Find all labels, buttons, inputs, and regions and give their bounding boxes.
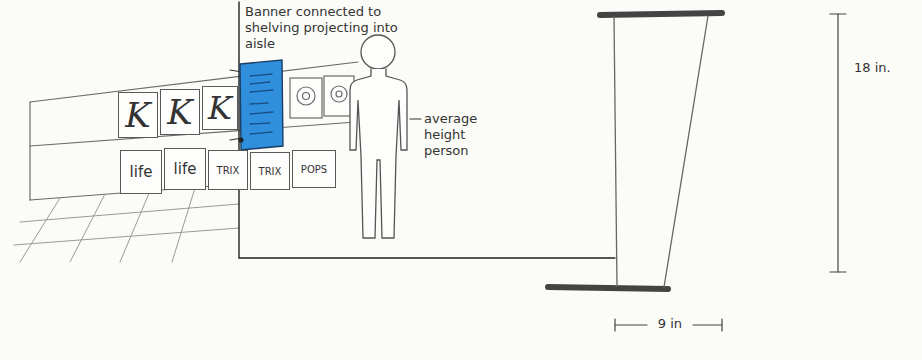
cereal-box: K xyxy=(118,92,158,138)
callout-note: average height person xyxy=(424,111,494,159)
cereal-box: K xyxy=(202,86,238,130)
dimension-line xyxy=(830,14,846,272)
banner-detail xyxy=(548,13,722,289)
cereal-box: POPS xyxy=(292,150,336,188)
shelf-side xyxy=(29,102,30,200)
leader-line xyxy=(410,118,421,119)
shelf-banner xyxy=(240,60,283,150)
box-logo xyxy=(336,91,342,97)
cereal-box: life xyxy=(164,148,206,190)
box-logo xyxy=(303,93,310,100)
box-brand: TRIX xyxy=(217,165,240,176)
box-brand: life xyxy=(174,160,197,178)
callout-note: Banner connected to shelving projecting … xyxy=(245,4,405,52)
cereal-box: life xyxy=(120,150,162,194)
dimension-label: 18 in. xyxy=(854,60,916,76)
mount-dot xyxy=(239,138,244,143)
box-brand: K xyxy=(167,92,192,132)
cereal-box: TRIX xyxy=(250,152,290,190)
box-logo xyxy=(331,86,347,102)
box-brand: POPS xyxy=(301,164,327,175)
cereal-box: TRIX xyxy=(208,150,248,190)
person-figure xyxy=(350,35,407,238)
dimension-label: 9 in xyxy=(655,316,685,332)
cereal-box: K xyxy=(160,89,200,135)
box-brand: TRIX xyxy=(259,166,282,177)
leader-line xyxy=(239,2,615,258)
box-brand: life xyxy=(130,163,153,181)
box-brand: K xyxy=(125,95,150,135)
floor-grid xyxy=(14,188,239,262)
cereal-box xyxy=(290,78,322,118)
box-brand: K xyxy=(208,89,232,127)
box-logo xyxy=(297,87,315,105)
banner-text-marks xyxy=(250,74,273,134)
